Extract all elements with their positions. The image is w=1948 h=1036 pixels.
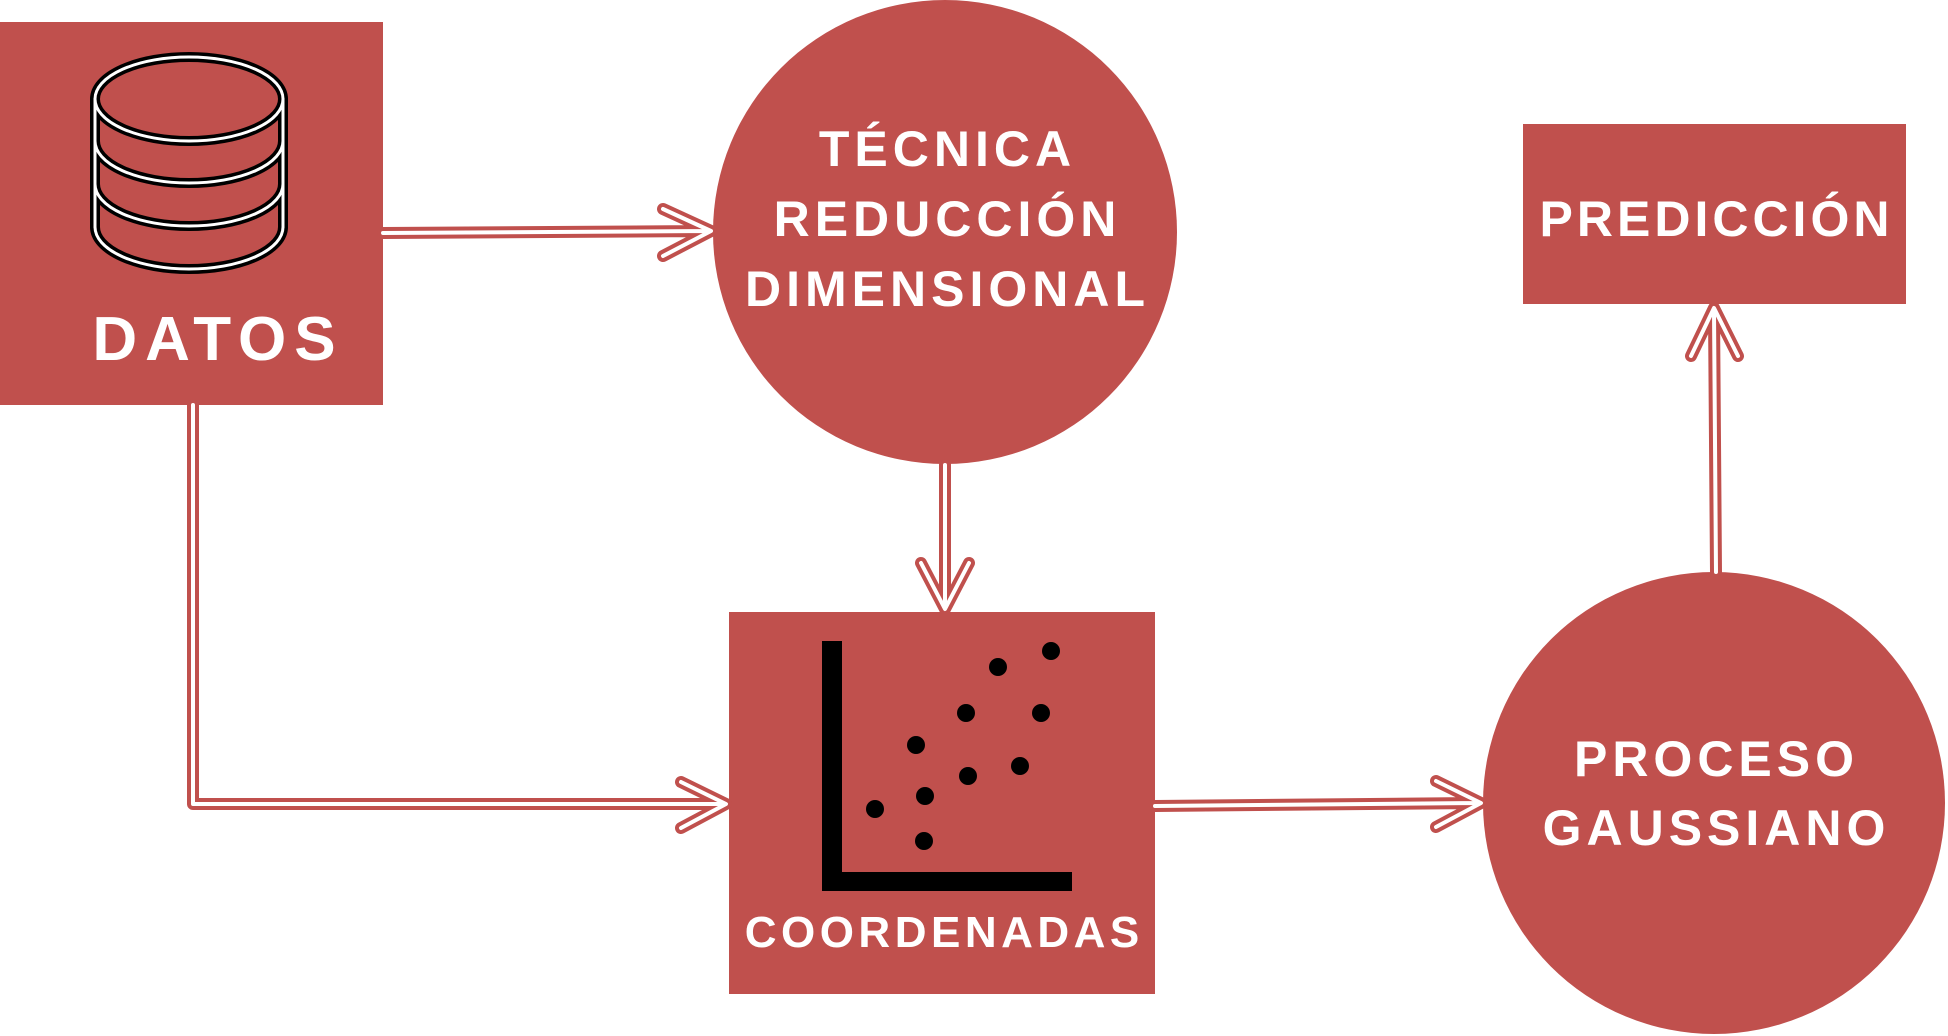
prediccion-label: PREDICCIÓN — [1539, 191, 1894, 247]
database-icon-outline — [95, 57, 283, 269]
scatter-dot — [1042, 642, 1060, 660]
datos-label: DATOS — [92, 305, 344, 374]
tecnica-label: TÉCNICA REDUCCIÓN DIMENSIONAL — [713, 114, 1177, 324]
scatter-dot — [1011, 757, 1029, 775]
proceso-label-line: GAUSSIANO — [1542, 800, 1891, 856]
proceso-label-line: PROCESO — [1573, 731, 1860, 787]
scatter-y-axis — [822, 641, 842, 891]
coordenadas-label: COORDENADAS — [744, 908, 1144, 957]
prediccion-box — [1523, 124, 1906, 304]
database-icon — [95, 57, 283, 269]
scatter-x-axis — [822, 872, 1072, 891]
scatter-dot — [989, 658, 1007, 676]
proceso-circle — [1483, 572, 1945, 1034]
scatter-dot — [1032, 704, 1050, 722]
scatter-dot — [916, 787, 934, 805]
tecnica-label-line: REDUCCIÓN — [773, 191, 1122, 247]
scatter-dot — [959, 767, 977, 785]
scatter-dot — [907, 736, 925, 754]
scatter-dot — [915, 832, 933, 850]
database-icon-core — [93, 55, 285, 271]
tecnica-circle — [713, 0, 1177, 464]
tecnica-label-line: DIMENSIONAL — [745, 261, 1150, 317]
scatter-dot — [866, 800, 884, 818]
scatter-plot-icon — [822, 641, 1072, 891]
tecnica-label-line: TÉCNICA — [818, 121, 1077, 177]
scatter-dot — [957, 704, 975, 722]
datos-box — [0, 22, 383, 405]
coordenadas-box — [729, 612, 1155, 994]
proceso-label: PROCESO GAUSSIANO — [1483, 725, 1945, 863]
